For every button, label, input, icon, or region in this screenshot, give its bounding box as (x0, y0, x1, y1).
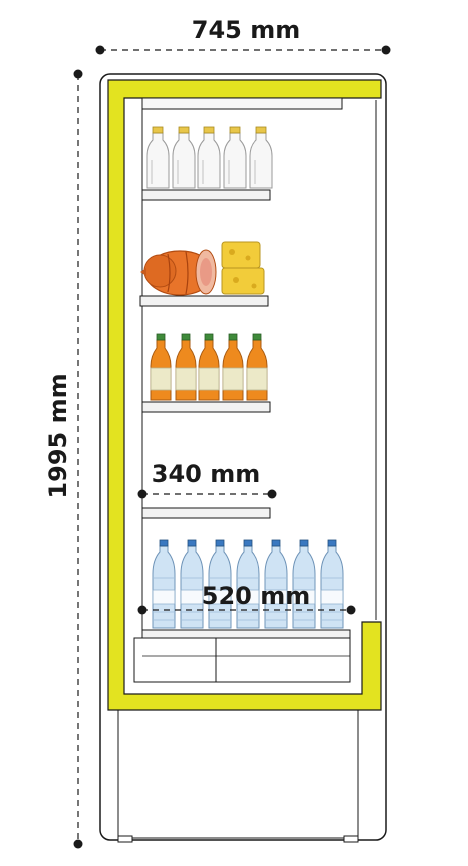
milk-bottle-cap (152, 126, 164, 134)
juice-bottle-cap (181, 333, 191, 341)
water-bottle-label (208, 589, 232, 605)
cabinet-foot-right (343, 835, 359, 843)
cabinet (99, 73, 387, 843)
water-bottle-cap (243, 539, 253, 547)
ham-string (167, 251, 189, 295)
water-bottle (208, 539, 232, 629)
water-bottle (292, 539, 316, 629)
shelf-depth-start-dot (137, 489, 147, 499)
shelf-depth-label: 340 mm (152, 460, 260, 488)
milk-bottle (146, 126, 170, 189)
juice-bottle (198, 333, 220, 401)
base-depth-start-dot (137, 605, 147, 615)
juice-bottle-label (222, 367, 244, 391)
cheese-hole-4 (251, 283, 257, 289)
water-bottle-cap (187, 539, 197, 547)
juice-bottle-label (246, 367, 268, 391)
water-bottle-body (180, 545, 204, 629)
ham-cut-center (200, 258, 212, 286)
base-depth-end-dot (346, 605, 356, 615)
height-dimension-bottom-dot (73, 839, 83, 849)
water-bottle-cap (215, 539, 225, 547)
water-bottle-body (236, 545, 260, 629)
juice-bottle-label (150, 367, 172, 391)
width-dimension-label: 745 mm (192, 16, 300, 44)
shelf-depth-end-dot (267, 489, 277, 499)
base-drawer (133, 637, 351, 683)
cheese-hole-3 (233, 277, 239, 283)
water-bottle-label (180, 589, 204, 605)
cheese (221, 241, 265, 295)
height-dimension-top-dot (73, 69, 83, 79)
shelf-depth-dimension: 340 mm (137, 460, 277, 499)
juice-bottle-cap (204, 333, 214, 341)
milk-bottle-cap (229, 126, 241, 134)
juice-bottle (150, 333, 172, 401)
juice-bottle (175, 333, 197, 401)
cabinet-foot-left (117, 835, 133, 843)
ham-tip (140, 268, 146, 276)
water-bottle-cap (299, 539, 309, 547)
shelf-1 (141, 189, 271, 201)
water-bottle (152, 539, 176, 629)
water-bottle-body (264, 545, 288, 629)
shelf-2 (139, 295, 269, 307)
water-bottle (320, 539, 344, 629)
width-dimension: 745 mm (95, 16, 391, 55)
width-dimension-start-dot (95, 45, 105, 55)
water-bottle-body (292, 545, 316, 629)
juice-bottles (150, 333, 268, 401)
milk-bottle (197, 126, 221, 189)
shelf-3 (141, 401, 271, 413)
water-bottle-label (320, 589, 344, 605)
water-bottle-cap (271, 539, 281, 547)
water-bottle-label (236, 589, 260, 605)
water-bottles (152, 539, 344, 629)
milk-bottle (249, 126, 273, 189)
cheese-bottom-block (221, 267, 265, 295)
water-bottle-label (264, 589, 288, 605)
shelf-4 (141, 507, 271, 519)
milk-bottle-cap (178, 126, 190, 134)
milk-bottle-cap (255, 126, 267, 134)
juice-bottle (246, 333, 268, 401)
water-bottle-body (208, 545, 232, 629)
milk-bottle-cap (203, 126, 215, 134)
ham (140, 249, 217, 296)
water-bottle-label (152, 589, 176, 605)
base-depth-label: 520 mm (202, 582, 310, 610)
cheese-hole-1 (229, 249, 235, 255)
height-dimension: 1995 mm (44, 69, 83, 849)
milk-bottle (172, 126, 196, 189)
ham-body-back (143, 254, 177, 288)
milk-bottles (146, 126, 273, 189)
juice-bottle-label (175, 367, 197, 391)
cheese-hole-2 (245, 255, 251, 261)
water-bottle-cap (327, 539, 337, 547)
water-bottle (264, 539, 288, 629)
cheese-top-block (221, 241, 261, 269)
juice-bottle (222, 333, 244, 401)
milk-bottle (223, 126, 247, 189)
cabinet-plinth (117, 709, 359, 839)
width-dimension-end-dot (381, 45, 391, 55)
juice-bottle-cap (156, 333, 166, 341)
juice-bottle-label (198, 367, 220, 391)
water-bottle-body (320, 545, 344, 629)
top-light-bar (141, 97, 343, 110)
base-shelf (141, 629, 351, 639)
juice-bottle-cap (228, 333, 238, 341)
water-bottle (236, 539, 260, 629)
water-bottle-body (152, 545, 176, 629)
water-bottle-cap (159, 539, 169, 547)
water-bottle (180, 539, 204, 629)
cabinet-frame (107, 79, 382, 711)
water-bottle-label (292, 589, 316, 605)
juice-bottle-cap (252, 333, 262, 341)
base-depth-dimension: 520 mm (137, 582, 356, 615)
height-dimension-label: 1995 mm (44, 373, 72, 498)
